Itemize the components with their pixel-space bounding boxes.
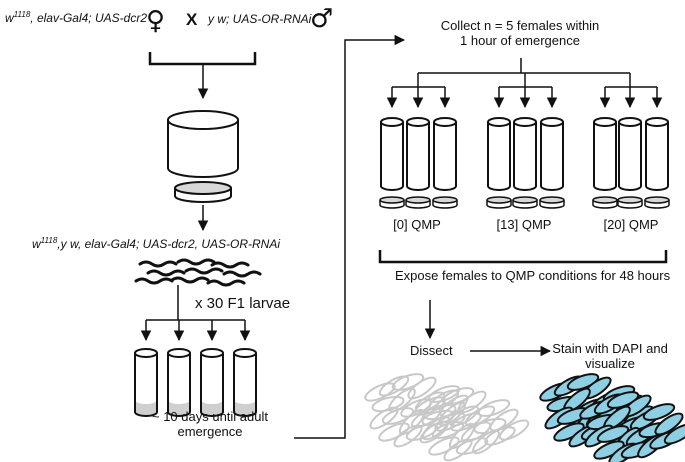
ovariole [414,396,446,416]
ovariole [431,421,465,439]
vial [167,348,191,417]
larva [146,269,186,277]
ovariole [391,373,425,391]
ovariole [381,407,415,425]
larva [206,279,246,287]
qmp-label-0: [0] QMP [393,217,441,232]
ovariole [489,408,519,432]
ovariole [428,389,460,411]
collection-distribution [417,58,631,87]
female-symbol: ♀ [146,6,166,36]
qmp-tube [592,117,618,209]
ovariole [457,390,487,414]
female-genotype: w1118, elav-Gal4; UAS-dcr2 [5,10,147,25]
dissect-label: Dissect [410,343,453,358]
vial-drop-arrows [140,320,251,342]
cross-bracket [148,52,257,66]
vial-distribution-bracket [146,285,245,321]
ovariole [663,423,685,445]
ovariole [378,375,410,397]
vial [134,348,158,417]
ovariole [566,373,600,391]
larva [134,277,174,285]
emergence-vials [134,348,257,417]
larva [222,270,262,278]
ovariole [407,376,437,400]
larva [170,276,210,284]
larva [184,267,224,275]
ovariole [498,419,530,441]
ovariole [455,437,489,455]
tube-drop-arrows [386,73,663,109]
larvae-group [134,258,262,287]
ovariole [364,382,396,402]
qmp-tube [486,117,512,209]
ovariole [642,403,676,421]
ovariole [438,401,466,427]
ovariole [596,425,630,443]
qmp-tube [539,117,565,209]
qmp-tube [379,117,405,209]
larva [210,261,250,269]
larvae-label: x 30 F1 larvae [195,295,291,312]
larva [176,258,216,266]
ovariole [477,399,511,417]
vial [233,348,257,417]
ovariole [654,412,684,436]
qmp-tube [512,117,538,209]
expose-label: Expose females to QMP conditions for 48 … [395,268,671,283]
mating-bottle [167,110,239,178]
ovariole [371,395,405,413]
male-symbol: ♂ [310,4,334,34]
cross-sign: X [186,10,198,29]
qmp-tube [405,117,431,209]
ovariole [388,387,416,413]
ovariole [606,391,640,409]
ovariole [422,415,450,441]
qmp-label-13: [13] QMP [496,217,552,232]
arrow-to-collection [294,34,406,439]
ovariole [472,429,500,455]
qmp-tube [644,117,670,209]
f1-genotype: w1118,y w, elav-Gal4; UAS-dcr2, UAS-OR-R… [32,236,280,251]
ovariole [484,426,516,446]
larva [138,260,178,268]
male-genotype: y w; UAS-OR-RNAi [208,12,312,26]
ovariole [439,394,469,418]
qmp-tubes [379,117,670,209]
qmp-tube [432,117,458,209]
unstained-ovaries [364,373,530,462]
ovariole [441,387,475,405]
food-plate [174,181,232,203]
qmp-tube [617,117,643,209]
qmp-label-20: [20] QMP [603,217,659,232]
expose-bracket [378,250,668,264]
vial [200,348,224,417]
dapi-stained-ovaries [539,373,685,462]
